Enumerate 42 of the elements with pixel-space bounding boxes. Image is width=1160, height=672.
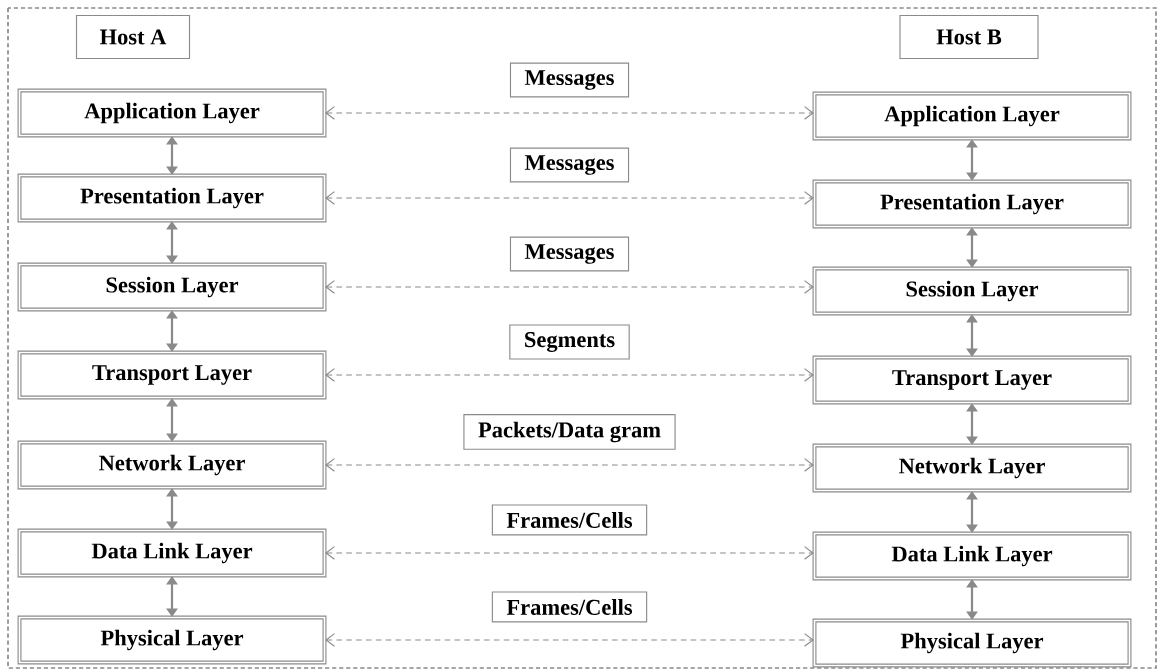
arrow xyxy=(166,576,178,617)
arrow xyxy=(166,488,178,530)
arrow xyxy=(966,491,978,533)
layer-box: Physical Layer xyxy=(17,615,327,665)
arrow xyxy=(325,280,814,294)
layer-box: Data Link Layer xyxy=(17,528,327,578)
arrow xyxy=(166,136,178,175)
arrow xyxy=(966,139,978,181)
edge-label: Frames/Cells xyxy=(491,591,648,623)
layer-box: Application Layer xyxy=(17,88,327,138)
arrow xyxy=(325,368,814,382)
arrow xyxy=(325,458,814,472)
arrow xyxy=(166,310,178,352)
edge-label: Messages xyxy=(509,147,630,183)
host-label-box: Host B xyxy=(899,14,1039,60)
arrow xyxy=(166,221,178,264)
arrow xyxy=(966,403,978,445)
arrow xyxy=(325,191,814,205)
edge-label: Packets/Data gram xyxy=(463,414,676,450)
layer-box: Network Layer xyxy=(812,443,1132,493)
arrow xyxy=(325,546,814,560)
layer-box: Transport Layer xyxy=(17,350,327,400)
host-label-box: Host A xyxy=(75,14,191,60)
edge-label: Messages xyxy=(509,62,630,98)
layer-box: Presentation Layer xyxy=(17,173,327,223)
layer-box: Session Layer xyxy=(17,262,327,312)
layer-box: Transport Layer xyxy=(812,355,1132,405)
arrow xyxy=(966,314,978,357)
arrow xyxy=(966,227,978,268)
layer-box: Session Layer xyxy=(812,266,1132,316)
arrow xyxy=(166,398,178,442)
layer-box: Data Link Layer xyxy=(812,531,1132,581)
arrow xyxy=(966,579,978,620)
edge-label: Messages xyxy=(509,236,630,272)
arrow xyxy=(325,106,814,120)
edge-label: Segments xyxy=(509,324,630,360)
layer-box: Application Layer xyxy=(812,91,1132,141)
edge-label: Frames/Cells xyxy=(491,504,648,536)
layer-box: Physical Layer xyxy=(812,618,1132,668)
layer-box: Network Layer xyxy=(17,440,327,490)
layer-box: Presentation Layer xyxy=(812,179,1132,229)
arrow xyxy=(325,633,814,647)
